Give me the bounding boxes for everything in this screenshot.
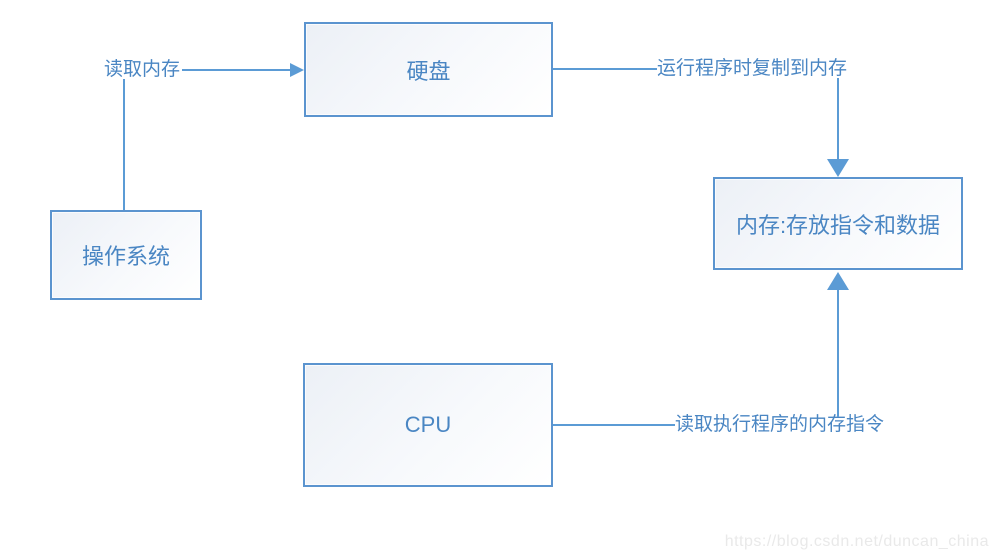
node-cpu: CPU bbox=[303, 363, 553, 487]
edge-os-to-disk-label: 读取内存 bbox=[104, 59, 181, 80]
watermark: https://blog.csdn.net/duncan_china bbox=[724, 533, 989, 550]
node-operating-system-label: 操作系统 bbox=[81, 244, 170, 269]
edge-disk-to-memory-horizontal-line bbox=[553, 68, 657, 70]
edge-cpu-to-memory-vertical-line bbox=[837, 289, 839, 417]
edge-disk-to-memory-vertical-line bbox=[837, 78, 839, 160]
node-operating-system: 操作系统 bbox=[50, 210, 202, 300]
node-memory-label: 内存:存放指令和数据 bbox=[735, 212, 941, 238]
edge-disk-to-memory-label: 运行程序时复制到内存 bbox=[657, 58, 848, 79]
arrowhead-down-icon bbox=[827, 159, 849, 177]
node-cpu-label: CPU bbox=[404, 412, 452, 437]
edge-cpu-to-memory-label: 读取执行程序的内存指令 bbox=[675, 414, 885, 435]
edge-os-to-disk-vertical-line bbox=[123, 79, 125, 210]
arrowhead-up-icon bbox=[827, 272, 849, 290]
arrowhead-right-icon bbox=[290, 63, 304, 77]
node-memory: 内存:存放指令和数据 bbox=[713, 177, 963, 270]
edge-os-to-disk-horizontal-line bbox=[182, 69, 290, 71]
edge-cpu-to-memory-horizontal-line bbox=[553, 424, 675, 426]
node-hard-disk: 硬盘 bbox=[304, 22, 553, 117]
node-hard-disk-label: 硬盘 bbox=[406, 58, 451, 84]
